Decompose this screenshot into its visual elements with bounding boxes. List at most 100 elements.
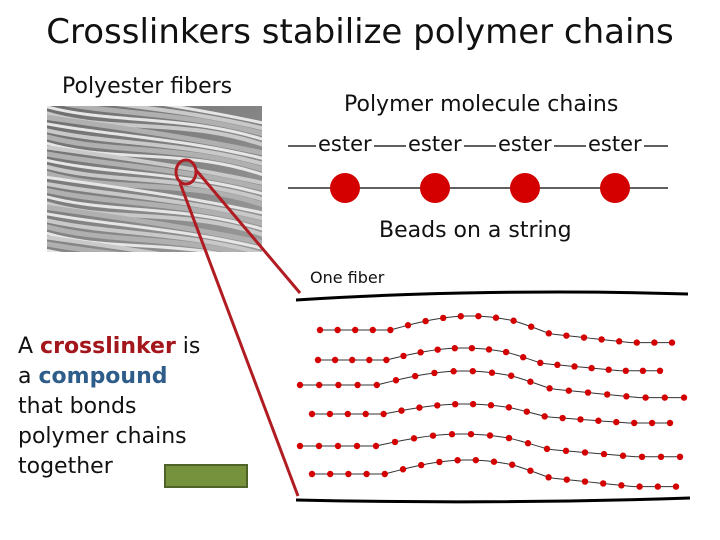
fiber-chain-bead (369, 326, 376, 334)
fiber-strand (47, 170, 262, 208)
fiber-chain-bead (545, 474, 552, 481)
fiber-chain-bead (381, 470, 388, 478)
fiber-chain-bead (613, 418, 620, 426)
fiber-strand (62, 106, 262, 137)
fiber-chain-bead (524, 440, 532, 447)
fiber-chain-bead (631, 419, 638, 427)
fiber-chain-bead (308, 410, 316, 418)
fiber-chain-bead (467, 430, 475, 438)
fiber-chain-bead (486, 432, 494, 439)
fiber-chain-bead (668, 339, 676, 346)
crosslinker-term: crosslinker (40, 334, 176, 359)
fiber-strand (116, 106, 262, 131)
fiber-chain-bead (505, 434, 513, 442)
fiber-chain-bead (562, 447, 570, 455)
fiber-chain-bead (636, 483, 643, 490)
fiber-strand (47, 235, 161, 252)
fibers-micrograph (47, 106, 262, 252)
fiber-chain-bead (657, 453, 665, 460)
beads-caption: Beads on a string (379, 218, 572, 243)
fiber-strand (47, 224, 246, 252)
fiber-chain-bead (520, 354, 527, 361)
fiber-chain-bead (434, 346, 441, 353)
fiber-chain-bead (383, 356, 390, 364)
fiber-chain-bead (490, 458, 498, 465)
fiber-chain-bead (440, 314, 447, 322)
fiber-strand (47, 114, 262, 156)
fiber-chain-bead (492, 314, 500, 321)
ester-label: ester (316, 132, 374, 156)
fiber-chain-bead (308, 470, 316, 478)
fiber-strand (47, 212, 262, 250)
fiber-chain-bead (661, 394, 668, 401)
fiber-chain-bead (619, 452, 627, 459)
ester-label: ester (586, 132, 644, 156)
fiber-chain-bead (581, 478, 589, 485)
fiber-strand (47, 164, 262, 202)
fiber-chain-bead (581, 449, 589, 456)
fiber-chain-bead (559, 414, 566, 422)
fiber-strand (163, 106, 262, 125)
fiber-strand (47, 195, 262, 231)
fiber-chain-bead (392, 377, 400, 384)
fiber-chain-bead (565, 387, 572, 394)
fiber-chain-bead (450, 368, 457, 375)
fiber-chain-bead (528, 323, 535, 330)
fiber-chain-bead (651, 339, 658, 346)
crosslinker-swatch (164, 464, 248, 488)
fiber-chain-bead (541, 413, 548, 420)
fiber-chain-bead (672, 483, 680, 490)
definition-prefix: A (18, 334, 41, 359)
fiber-chain-bead (296, 381, 304, 389)
fiber-chain-bead (331, 356, 339, 364)
fiber-chain-bead (316, 326, 324, 334)
callout-line-top (194, 169, 302, 294)
fiber-chain-bead (588, 364, 595, 372)
fiber-chain-bead (412, 372, 419, 380)
fiber-chain-bead (372, 442, 380, 450)
definition-suffix: that bonds polymer chains together (18, 394, 187, 479)
fiber-chain-bead (505, 404, 513, 411)
fiber-chain-bead (527, 467, 534, 474)
fiber-chain-bead (366, 356, 373, 364)
fiber-chain-bead (327, 470, 334, 478)
callout-loop (174, 158, 198, 186)
fiber-chain-bead (399, 466, 407, 473)
definition-middle: is a (18, 334, 201, 389)
fiber-chain-bead (616, 338, 623, 345)
bead (600, 173, 630, 203)
fiber-chain-bead (554, 361, 561, 369)
fiber-chain-bead (502, 348, 510, 356)
crosslinker-definition: A crosslinker is a compound that bonds p… (18, 332, 218, 482)
fiber-chain-bead (335, 381, 342, 389)
fiber-chain-bead (436, 458, 443, 466)
fiber-chain-bead (595, 417, 602, 424)
fiber-strand (47, 151, 262, 191)
fiber-chain-bead (584, 389, 592, 396)
fiber-chain-bead (563, 476, 570, 483)
fiber-chain-bead (448, 431, 456, 438)
fiber-chain-bead (543, 445, 551, 453)
fiber-bottom-edge (295, 496, 691, 504)
fiber-chain-bead (642, 394, 649, 401)
fiber-chain-bead (314, 356, 322, 364)
fiber-chain-bead (296, 442, 304, 450)
fiber-chain-bead (638, 453, 646, 460)
fiber-chain-bead (600, 450, 608, 458)
fiber-top-edge (295, 290, 689, 302)
fiber-chain-bead (469, 367, 476, 375)
fiber-chain-bead (472, 456, 479, 464)
fiber-chain-bead (410, 435, 418, 442)
fiber-strand (47, 141, 262, 177)
fiber-chain-bead (362, 410, 369, 418)
fiber-chain-bead (315, 442, 323, 450)
fiber-chain-bead (373, 381, 380, 389)
fiber-chain-bead (680, 394, 688, 401)
fiber-chain-bead (545, 330, 552, 337)
compound-term: compound (38, 364, 168, 389)
fiber-chain-bead (391, 438, 399, 446)
fiber-chain-bead (527, 378, 534, 385)
fiber-chain-bead (431, 369, 438, 377)
polyester-fibers-photo (47, 106, 262, 252)
fiber-chain-bead (580, 334, 588, 341)
